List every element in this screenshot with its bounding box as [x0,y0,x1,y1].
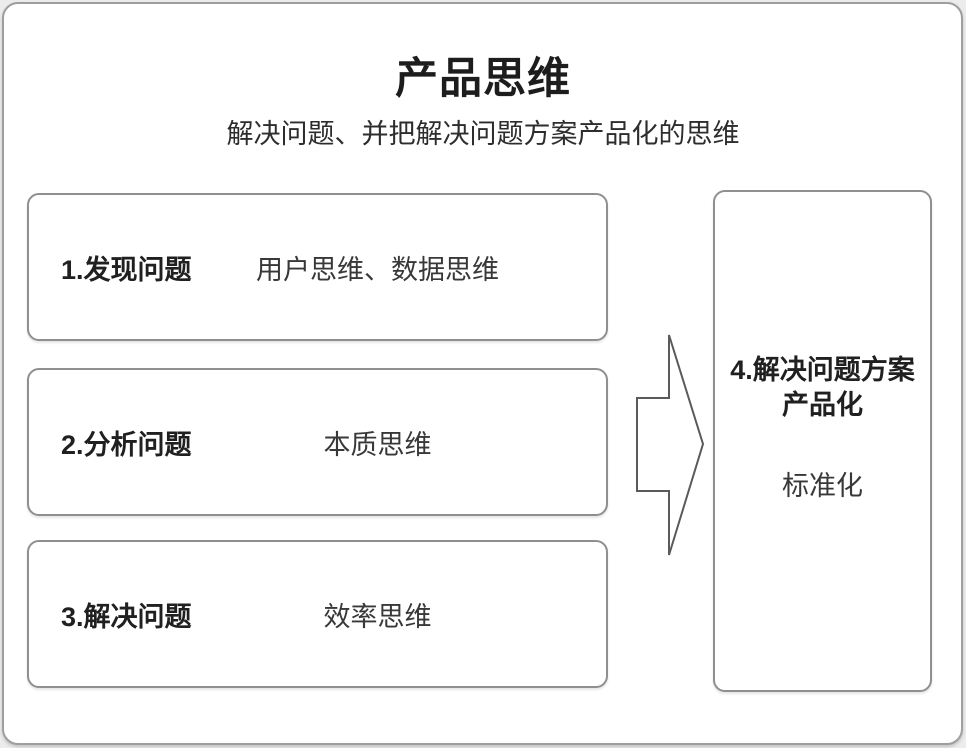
result-box-productize-solution: 4.解决问题方案 产品化 标准化 [713,190,932,692]
arrow-right-icon [636,334,705,556]
page-title: 产品思维 [395,55,571,103]
page-subtitle: 解决问题、并把解决问题方案产品化的思维 [226,119,740,149]
step-box-discover-problem: 1.发现问题 用户思维、数据思维 [27,193,608,341]
step-box-solve-problem: 3.解决问题 效率思维 [27,540,608,688]
step-label: 1.发现问题 [61,254,192,285]
result-detail: 标准化 [782,471,863,501]
step-label: 3.解决问题 [61,601,192,632]
step-label: 2.分析问题 [61,429,192,460]
step-box-analyze-problem: 2.分析问题 本质思维 [27,368,608,516]
step-detail: 效率思维 [323,601,432,632]
step-detail: 本质思维 [323,429,432,460]
step-detail: 用户思维、数据思维 [256,254,499,285]
result-label-line1: 4.解决问题方案 [730,355,915,385]
result-label-line2: 产品化 [782,390,863,420]
